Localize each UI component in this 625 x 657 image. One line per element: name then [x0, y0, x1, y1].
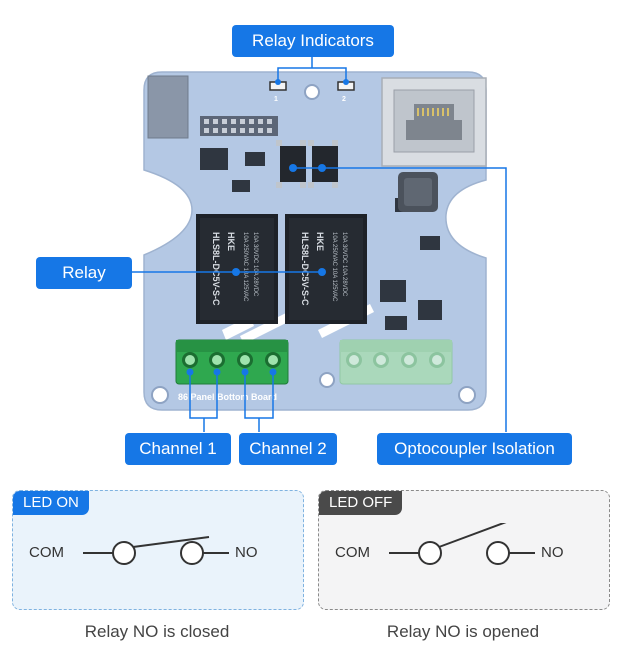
relay-2-rating-a: 10A 250VAC 10A 125VAC — [331, 232, 337, 302]
switch-open-symbol — [389, 523, 535, 565]
callout-relay-indicators: Relay Indicators — [232, 25, 394, 57]
com-label-on: COM — [29, 544, 64, 561]
caption-closed: Relay NO is closed — [84, 622, 230, 641]
callout-channel-2: Channel 2 — [239, 433, 337, 465]
relay-2-model: HLS8L-DC5V-S-C — [300, 232, 310, 306]
callout-channel-1: Channel 1 — [125, 433, 231, 465]
callout-relay: Relay — [36, 257, 132, 289]
no-label-on: NO — [235, 544, 258, 561]
panel-led-on: LED ON COM NO — [12, 490, 304, 610]
tag-led-on: LED ON — [13, 491, 89, 515]
tag-led-off: LED OFF — [319, 491, 403, 515]
board-diagram: 1 2 HKE HLS8L-DC5V-S-C 10A 250VAC 1 — [132, 56, 507, 432]
relay-2: HKE HLS8L-DC5V-S-C 10A 250VAC 10A 125VAC… — [285, 214, 367, 324]
relay-2-brand: HKE — [315, 232, 325, 251]
board-silkscreen: 86 Panel Bottom Board — [178, 392, 277, 402]
led-1-label: 1 — [274, 96, 278, 103]
terminal-block-faded — [339, 339, 453, 385]
caption-opened: Relay NO is opened — [386, 622, 540, 641]
mounting-hole — [458, 386, 476, 404]
com-label-off: COM — [335, 544, 370, 561]
relay-2-rating-b: 10A 30VDC 10A 28VDC — [341, 232, 347, 297]
relay-1-rating-b: 10A 30VDC 10A 28VDC — [252, 232, 258, 297]
pin-header — [147, 75, 189, 139]
ethernet-port — [381, 77, 487, 167]
led-2-label: 2 — [342, 96, 346, 103]
relay-1-rating-a: 10A 250VAC 10A 125VAC — [242, 232, 248, 302]
relay-1-model: HLS8L-DC5V-S-C — [211, 232, 221, 306]
mounting-hole — [151, 386, 169, 404]
callout-optocoupler: Optocoupler Isolation — [377, 433, 572, 465]
switch-closed-symbol — [83, 536, 229, 565]
no-label-off: NO — [541, 544, 564, 561]
leader-lines — [132, 56, 507, 432]
leader-dots — [186, 79, 349, 376]
optocouplers — [276, 140, 338, 188]
mounting-hole — [319, 372, 335, 388]
pcb-board: 1 2 HKE HLS8L-DC5V-S-C 10A 250VAC 1 — [143, 71, 487, 411]
relay-1-brand: HKE — [226, 232, 236, 251]
panel-led-off: LED OFF COM NO — [318, 490, 610, 610]
terminal-block-active — [175, 339, 289, 385]
mounting-hole — [304, 84, 320, 100]
